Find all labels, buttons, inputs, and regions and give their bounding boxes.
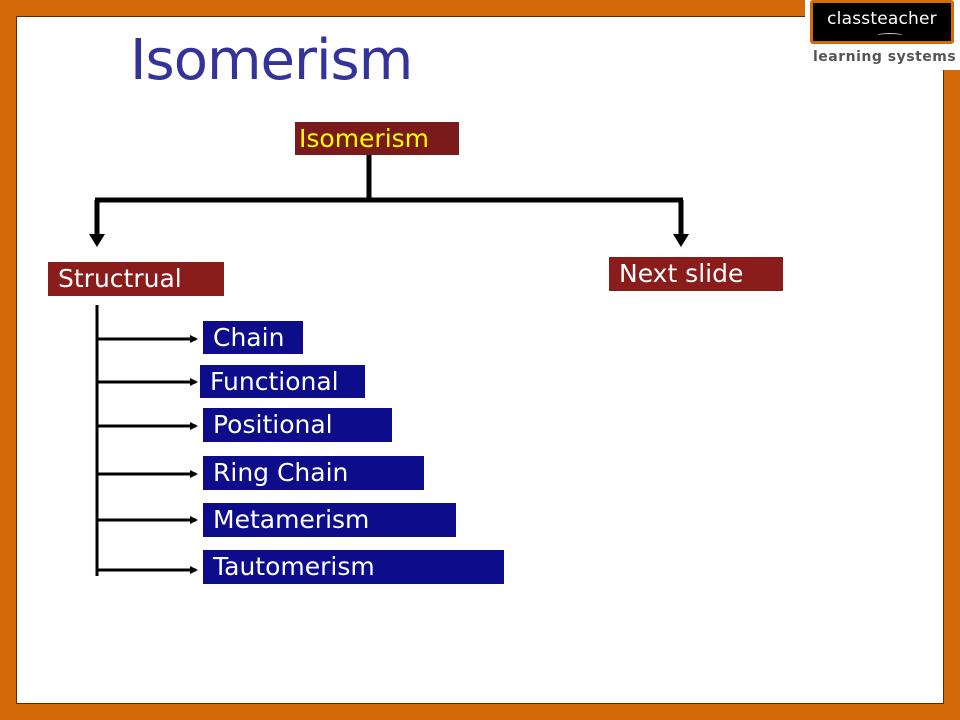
root-node-isomerism: Isomerism bbox=[295, 122, 459, 155]
logo-brand-text: classteacher bbox=[827, 9, 937, 29]
subtype-node-chain: Chain bbox=[203, 321, 303, 354]
logo-swoosh-icon bbox=[877, 33, 903, 38]
subtype-node-metamerism: Metamerism bbox=[203, 503, 456, 537]
slide bbox=[16, 16, 944, 704]
branch-node-structural: Structrual bbox=[48, 262, 224, 296]
subtype-node-tautomerism: Tautomerism bbox=[203, 550, 504, 584]
subtype-node-functional: Functional bbox=[200, 365, 365, 398]
branch-node-next-slide[interactable]: Next slide bbox=[609, 257, 783, 291]
right-branch-arrowhead bbox=[673, 234, 689, 247]
subtype-node-ring-chain: Ring Chain bbox=[203, 456, 424, 490]
subtype-node-positional: Positional bbox=[203, 408, 392, 442]
left-branch-arrowhead bbox=[89, 234, 105, 247]
classteacher-logo: classteacher learning systems bbox=[805, 0, 960, 70]
logo-tagline: learning systems bbox=[813, 49, 957, 65]
slide-title: Isomerism bbox=[130, 28, 413, 93]
logo-badge: classteacher bbox=[810, 0, 954, 44]
